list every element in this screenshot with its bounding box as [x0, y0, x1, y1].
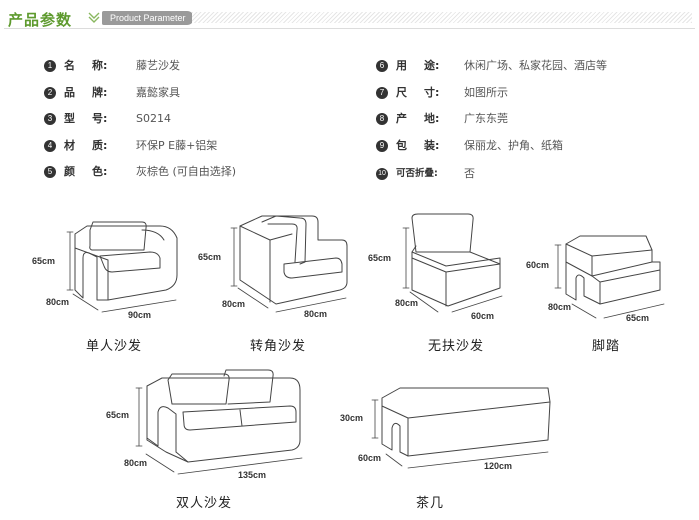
header-divider [4, 28, 695, 29]
spec-value: 保丽龙、护角、纸箱 [464, 139, 563, 152]
dim-height: 65cm [32, 256, 56, 266]
corner-sofa-drawing [239, 215, 348, 305]
dim-width: 60cm [471, 311, 495, 321]
spec-number: 3 [44, 113, 56, 125]
product-name-corner-sofa: 转角沙发 [250, 339, 307, 354]
section-header: 产品参数 Product Parameter [0, 0, 699, 34]
spec-number: 6 [376, 60, 388, 72]
dim-height: 65cm [106, 410, 130, 420]
spec-value: 嘉懿家具 [136, 86, 180, 99]
dim-depth: 80cm [46, 297, 70, 307]
two-seat-sofa-drawing [146, 369, 301, 463]
dim-height: 60cm [526, 260, 550, 270]
spec-value: 藤艺沙发 [136, 59, 180, 72]
ottoman-drawing [565, 235, 661, 305]
spec-number: 5 [44, 166, 56, 178]
spec-value: 如图所示 [464, 86, 508, 99]
armless-sofa-drawing [411, 213, 501, 307]
single-sofa-drawing [74, 221, 178, 301]
spec-number: 4 [44, 140, 56, 152]
dim-height: 30cm [340, 413, 364, 423]
header-stripe [192, 12, 692, 23]
dim-depth: 80cm [222, 299, 246, 309]
dim-width: 120cm [484, 461, 513, 471]
product-name-coffee-table: 茶几 [416, 496, 445, 511]
dim-width: 90cm [128, 310, 152, 320]
spec-value: 灰棕色 (可自由选择) [136, 165, 237, 178]
product-name-armless-sofa: 无扶沙发 [428, 339, 485, 354]
dim-height: 65cm [198, 252, 222, 262]
product-name-two-seat-sofa: 双人沙发 [176, 496, 233, 511]
spec-number: 8 [376, 113, 388, 125]
section-title: 产品参数 [8, 11, 73, 29]
dim-width: 135cm [238, 470, 267, 480]
spec-number: 7 [376, 87, 388, 99]
spec-number: 1 [44, 60, 56, 72]
coffee-table-drawing [381, 387, 551, 457]
spec-value: 休闲广场、私家花园、酒店等 [464, 59, 607, 72]
double-chevron-icon [88, 12, 100, 23]
dim-depth: 60cm [358, 453, 382, 463]
product-name-single-sofa: 单人沙发 [86, 339, 143, 354]
product-name-ottoman: 脚踏 [592, 339, 621, 354]
dim-width: 80cm [304, 309, 328, 319]
spec-value: 广东东莞 [464, 112, 508, 125]
spec-number: 10 [376, 168, 388, 180]
spec-number: 9 [376, 140, 388, 152]
dim-depth: 80cm [124, 458, 148, 468]
spec-number: 2 [44, 87, 56, 99]
spec-value: S0214 [136, 112, 171, 125]
spec-value: 否 [464, 167, 475, 180]
dim-depth: 80cm [395, 298, 419, 308]
dim-width: 65cm [626, 313, 650, 323]
spec-value: 环保P E藤+铝架 [136, 139, 218, 152]
dim-depth: 80cm [548, 302, 572, 312]
section-subtitle: Product Parameter [102, 11, 194, 25]
dim-height: 65cm [368, 253, 392, 263]
